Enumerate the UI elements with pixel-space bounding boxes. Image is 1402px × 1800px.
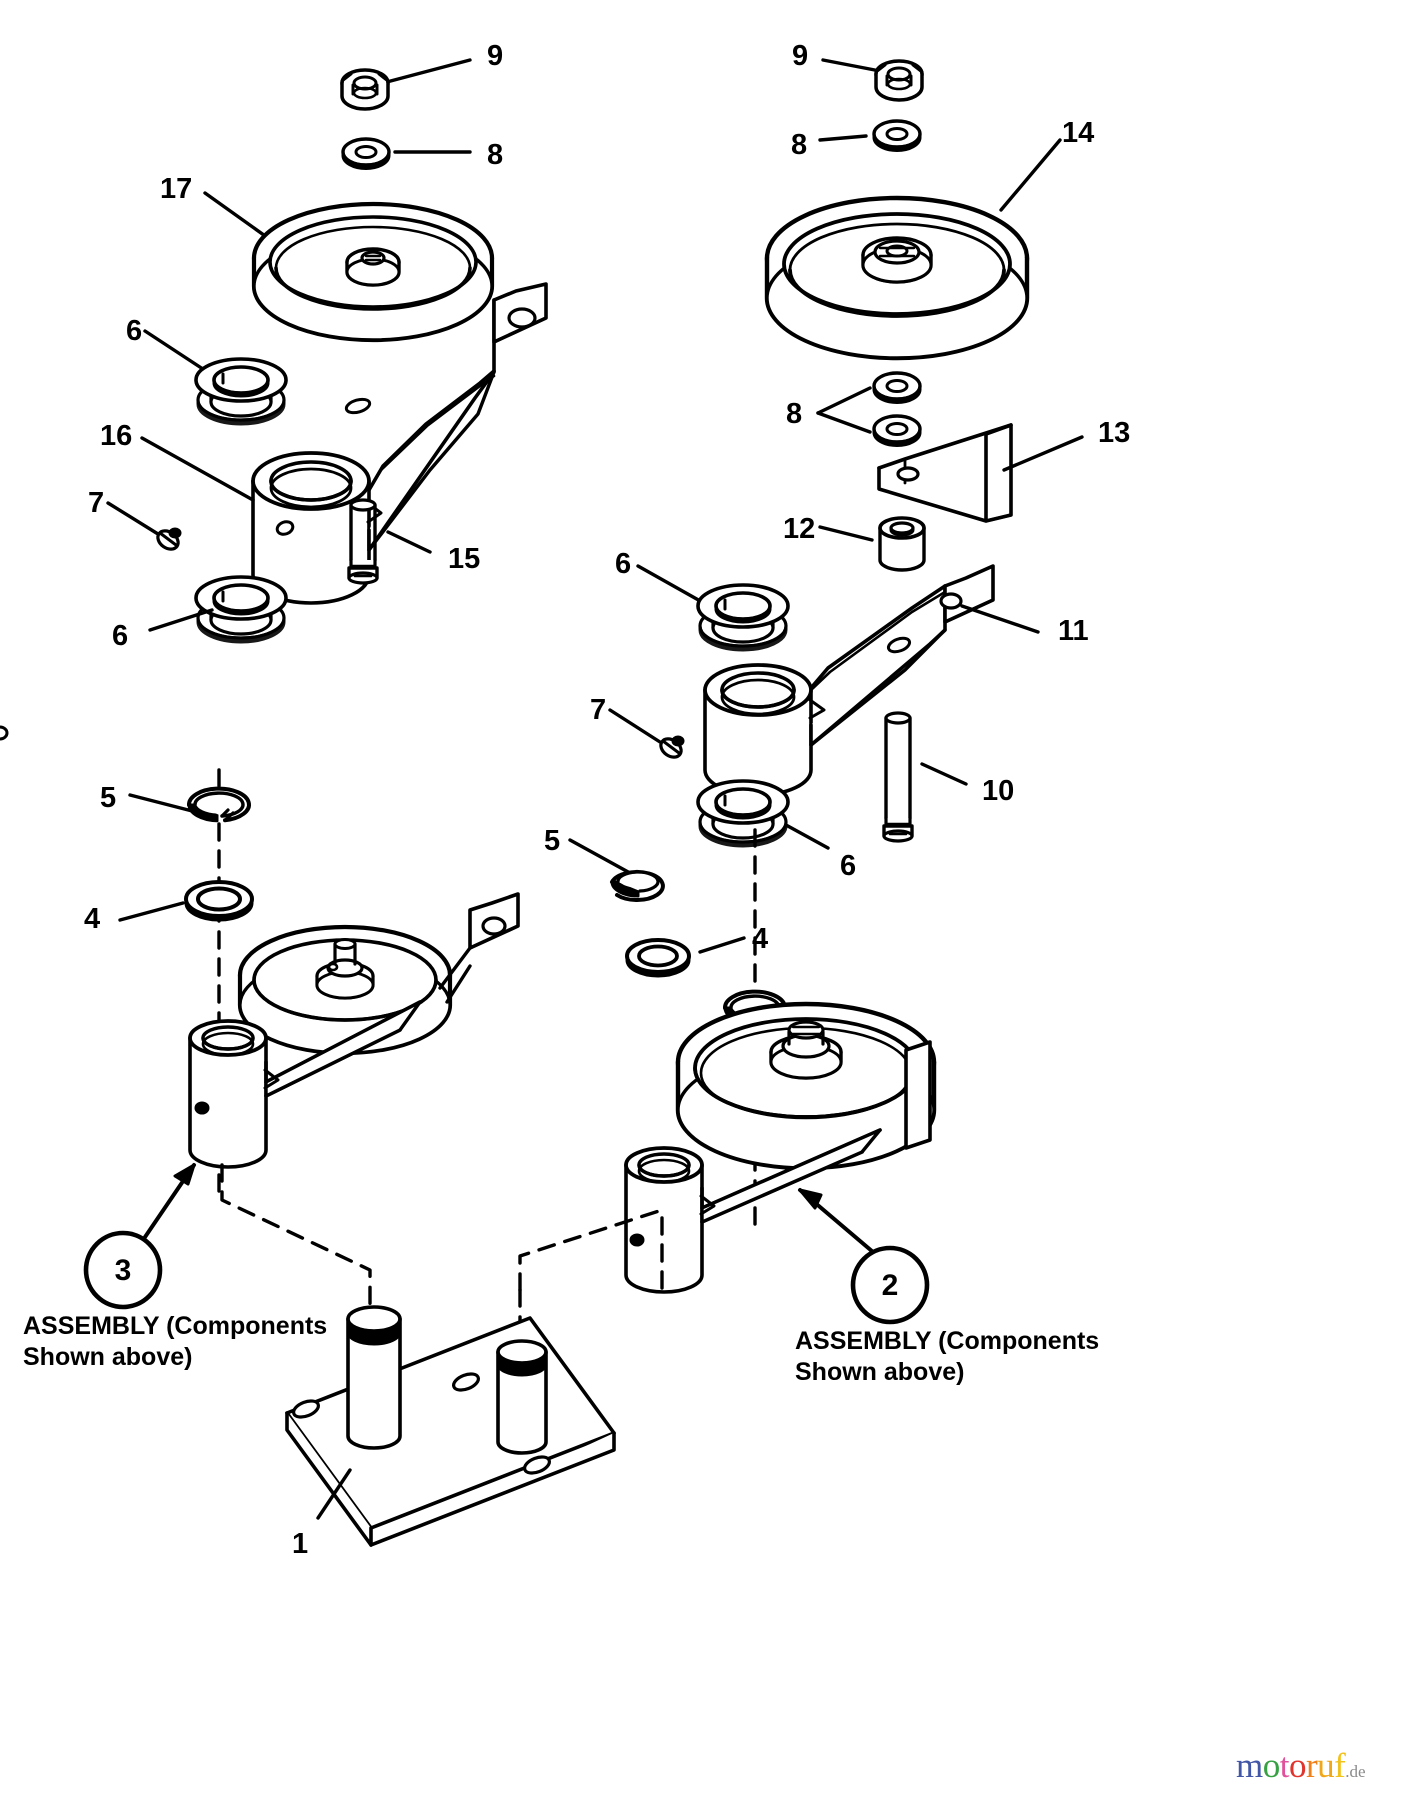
watermark-letter-0: m xyxy=(1236,1746,1263,1785)
callout-6-right-lower: 6 xyxy=(840,850,857,882)
callout-6-left-lower: 6 xyxy=(112,620,129,652)
assembly-3-caption: ASSEMBLY (Components Shown above) xyxy=(23,1311,327,1372)
callout-8-left: 8 xyxy=(487,139,504,171)
callout-5-right: 5 xyxy=(544,825,561,857)
callout-8-right-pair: 8 xyxy=(786,398,803,430)
callout-8-right-top: 8 xyxy=(791,129,808,161)
watermark-motoruf: motoruf.de xyxy=(1236,1748,1366,1783)
callout-9-left: 9 xyxy=(487,40,504,72)
assembly-bubble-3-number: 3 xyxy=(114,1254,132,1287)
callout-16: 16 xyxy=(100,420,133,452)
callout-7-left: 7 xyxy=(88,487,105,519)
callout-12: 12 xyxy=(783,513,816,545)
assembly-2-caption: ASSEMBLY (Components Shown above) xyxy=(795,1326,1099,1387)
watermark-letter-4: r xyxy=(1305,1746,1318,1785)
watermark-tld: .de xyxy=(1345,1762,1366,1781)
callout-13: 13 xyxy=(1098,417,1131,449)
callout-1: 1 xyxy=(292,1528,309,1560)
watermark-letter-2: t xyxy=(1279,1746,1290,1785)
callout-6-left-upper: 6 xyxy=(126,315,143,347)
callout-17: 17 xyxy=(160,173,193,205)
assembly-3-caption-line2: Shown above) xyxy=(23,1342,193,1371)
callout-4-right: 4 xyxy=(752,923,769,955)
callout-6-right-upper: 6 xyxy=(615,548,632,580)
callout-14: 14 xyxy=(1062,117,1095,149)
callout-11: 11 xyxy=(1058,615,1089,647)
watermark-letter-3: o xyxy=(1288,1746,1307,1785)
callout-5-left: 5 xyxy=(100,782,117,814)
callout-15: 15 xyxy=(448,543,481,575)
callout-10: 10 xyxy=(982,775,1015,807)
watermark-letter-6: f xyxy=(1334,1746,1346,1785)
assembly-2-caption-line2: Shown above) xyxy=(795,1357,965,1386)
callout-7-right: 7 xyxy=(590,694,607,726)
assembly-bubble-2-number: 2 xyxy=(881,1269,899,1302)
callout-9-right: 9 xyxy=(792,40,809,72)
callout-4-left: 4 xyxy=(84,903,101,935)
assembly-2-caption-line1: ASSEMBLY (Components xyxy=(795,1327,1100,1355)
assembly-3-caption-line1: ASSEMBLY (Components xyxy=(23,1312,328,1340)
watermark-letter-1: o xyxy=(1262,1746,1281,1785)
watermark-letter-5: u xyxy=(1317,1746,1335,1785)
